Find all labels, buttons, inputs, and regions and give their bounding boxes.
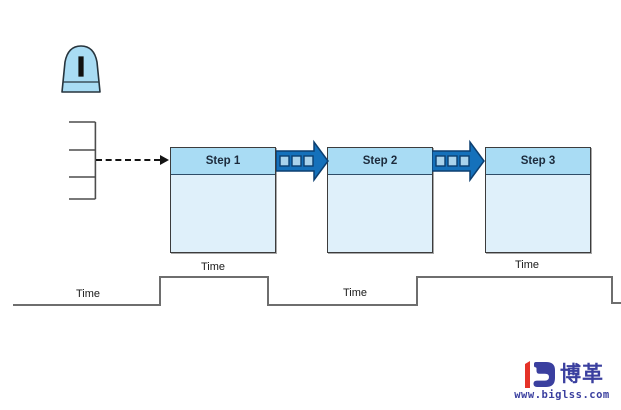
step2-box: Step 2 [327, 147, 433, 253]
step3-label: Step 3 [486, 148, 590, 175]
dashed-arrow-line [96, 159, 160, 161]
push-arrow-1-icon [276, 139, 329, 183]
time-label-step1: Time [200, 261, 226, 273]
dashed-arrow-head-icon [160, 155, 169, 165]
timeline-ladder [13, 276, 621, 306]
inventory-symbol: I [77, 51, 85, 82]
comb-bracket-icon [69, 121, 97, 200]
step2-label: Step 2 [328, 148, 432, 175]
time-label-step3: Time [514, 259, 540, 271]
step1-label: Step 1 [171, 148, 275, 175]
step1-box: Step 1 [170, 147, 276, 253]
biglss-logo-mark-icon [525, 361, 555, 388]
logo-website-text: www.biglss.com [514, 389, 610, 401]
time-label-lead-left: Time [75, 288, 101, 300]
time-label-lead-middle: Time [342, 287, 368, 299]
logo-brand-text: 博革 [560, 362, 604, 386]
biglss-logo: 博革 www.biglss.com [505, 361, 619, 401]
push-arrow-2-icon [432, 139, 485, 183]
inventory-dome-icon: I [61, 45, 101, 93]
step3-box: Step 3 [485, 147, 591, 253]
